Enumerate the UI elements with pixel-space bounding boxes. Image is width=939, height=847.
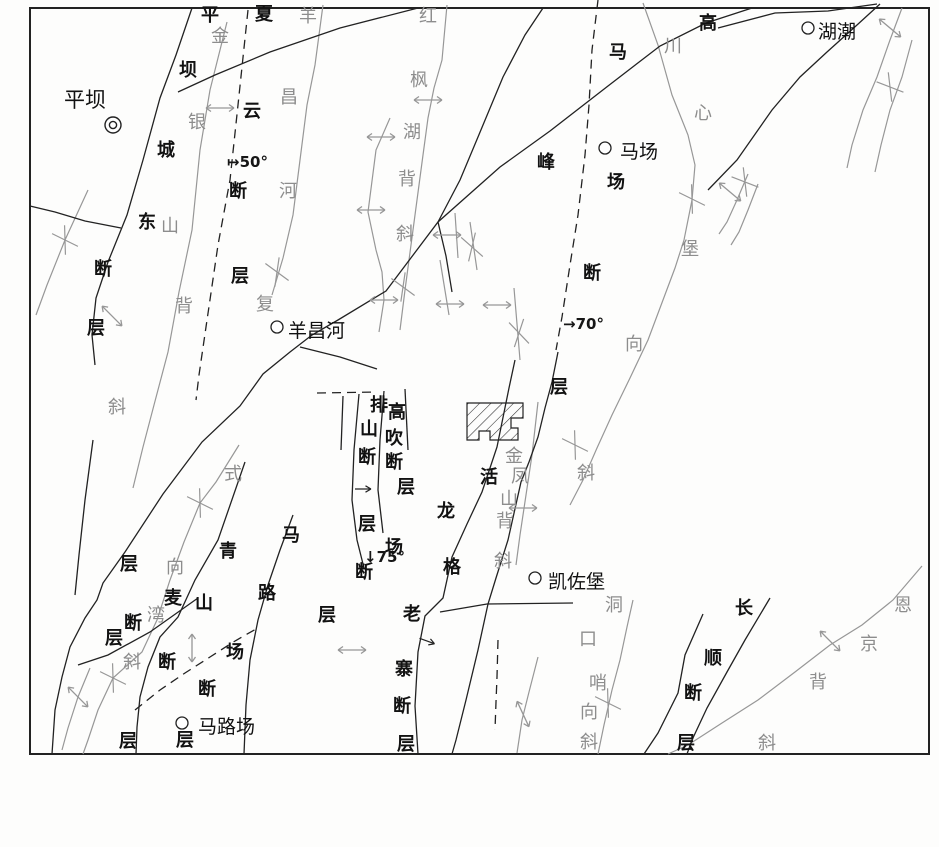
asterisk-symbol-11 bbox=[99, 663, 127, 693]
double-arrow-symbol-13 bbox=[187, 633, 197, 663]
town-marker-kaizuobu bbox=[528, 571, 542, 585]
box-dashed-segment bbox=[316, 391, 378, 394]
town-marker-maluchang bbox=[175, 716, 189, 730]
sw-short-axis bbox=[61, 667, 91, 751]
bottom-center-axis bbox=[516, 656, 539, 754]
asterisk-symbol-4 bbox=[508, 318, 530, 348]
strike-arrow-1 bbox=[419, 637, 435, 646]
asterisk-symbol-6 bbox=[678, 184, 706, 214]
double-arrow-symbol-11 bbox=[878, 18, 902, 38]
asterisk-symbol-8 bbox=[876, 72, 904, 102]
malu-fault-line bbox=[243, 514, 294, 755]
qingshan-fault-line bbox=[135, 461, 246, 755]
maiwan-axis bbox=[82, 444, 240, 755]
asterisk-symbol-2 bbox=[460, 232, 484, 262]
town-marker-pingba bbox=[104, 116, 122, 134]
jinyinshan-axis bbox=[132, 21, 228, 489]
ne-corner-axis-1 bbox=[846, 7, 903, 169]
double-arrow-symbol-1 bbox=[413, 95, 443, 105]
xiayun-fault-dashed bbox=[195, 9, 249, 401]
short-axis-3 bbox=[439, 259, 450, 316]
maiwan-cross-line bbox=[77, 597, 199, 666]
bu-pair-axis-2 bbox=[730, 183, 759, 246]
double-arrow-symbol-3 bbox=[356, 205, 386, 215]
double-arrow-symbol-14 bbox=[67, 686, 89, 708]
town-label-huchao: 湖潮 bbox=[818, 21, 857, 43]
double-arrow-symbol-16 bbox=[337, 645, 367, 655]
town-label-kaizuobu: 凯佐堡 bbox=[548, 571, 606, 593]
machang-fault-lower-line bbox=[451, 351, 559, 755]
west-short-line bbox=[74, 439, 94, 596]
dip-50: ↦50° bbox=[227, 153, 268, 171]
town-label-machang: 马场 bbox=[620, 141, 659, 163]
pingba-chengdong-fault-line bbox=[91, 7, 193, 366]
jinfengshan-axis bbox=[515, 401, 539, 566]
dip-70: →70° bbox=[563, 315, 604, 333]
double-arrow-symbol-4 bbox=[369, 295, 399, 305]
machang-fault-dashed bbox=[555, 0, 599, 351]
asterisk-symbol-1 bbox=[265, 257, 289, 287]
town-label-maluchang: 马路场 bbox=[198, 716, 256, 738]
double-arrow-symbol-0 bbox=[205, 103, 235, 113]
town-marker-yangchanghe bbox=[270, 320, 284, 334]
town-marker-inner-pingba bbox=[108, 120, 118, 130]
kaizuo-horizontal-line bbox=[439, 602, 574, 613]
study-area-hatched-polygon bbox=[466, 402, 524, 441]
asterisk-symbol-0 bbox=[51, 225, 79, 255]
town-label-pingba: 平坝 bbox=[64, 88, 106, 112]
town-label-yangchanghe: 羊昌河 bbox=[288, 320, 346, 342]
box-vertical-line bbox=[340, 395, 344, 451]
asterisk-symbol-5 bbox=[561, 430, 589, 460]
hongfenghu-axis bbox=[399, 4, 448, 331]
yangchanghe-axis bbox=[271, 4, 324, 296]
yangchanghe-fault-line bbox=[51, 7, 753, 755]
northeast-lower-line bbox=[707, 3, 881, 191]
pingba-branch-line bbox=[29, 205, 122, 229]
west-axis bbox=[35, 189, 89, 316]
double-arrow-symbol-5 bbox=[101, 305, 123, 327]
dongkoushao-axis bbox=[597, 599, 634, 755]
chuanxinbu-axis bbox=[569, 2, 696, 506]
center-dashed-segment bbox=[494, 639, 499, 731]
north-branch-line bbox=[437, 7, 544, 223]
double-arrow-symbol-15 bbox=[515, 700, 531, 728]
double-arrow-symbol-6 bbox=[432, 230, 462, 240]
northeast-upper-line bbox=[717, 3, 878, 29]
strike-arrow-0 bbox=[355, 485, 372, 493]
label-spur-line bbox=[299, 346, 378, 370]
ne-corner-axis-2 bbox=[874, 39, 913, 173]
double-arrow-symbol-7 bbox=[435, 299, 465, 309]
asterisk-symbol-9 bbox=[594, 688, 622, 718]
map-legend: 图例 1 2 3 4 bbox=[0, 770, 939, 847]
top-left-diagonal-line bbox=[177, 7, 419, 93]
double-arrow-symbol-12 bbox=[819, 630, 841, 652]
town-marker-machang bbox=[598, 141, 612, 155]
double-arrow-symbol-10 bbox=[718, 182, 742, 202]
asterisk-symbol-3 bbox=[391, 272, 415, 302]
dip-75: ↓75° bbox=[364, 548, 405, 566]
enjing-axis bbox=[667, 565, 923, 755]
map-frame bbox=[29, 7, 930, 755]
junction-spur-line bbox=[437, 221, 453, 293]
third-vertical-line bbox=[404, 388, 409, 451]
short-axis-2 bbox=[469, 221, 478, 271]
double-arrow-symbol-8 bbox=[482, 300, 512, 310]
bottomleft-dashed-segment bbox=[134, 628, 257, 711]
asterisk-symbol-7 bbox=[731, 167, 759, 197]
double-arrow-symbol-2 bbox=[366, 132, 396, 142]
changshun-fault-line bbox=[686, 597, 771, 755]
bu-pair-axis-1 bbox=[718, 173, 749, 235]
paishan-fault-line bbox=[351, 393, 365, 569]
town-marker-huchao bbox=[801, 21, 815, 35]
double-arrow-symbol-9 bbox=[508, 503, 538, 513]
changshun-west-line bbox=[643, 613, 704, 755]
short-axis-4 bbox=[513, 287, 521, 361]
asterisk-symbol-10 bbox=[186, 488, 214, 518]
gaochui-fault-line bbox=[377, 390, 385, 534]
